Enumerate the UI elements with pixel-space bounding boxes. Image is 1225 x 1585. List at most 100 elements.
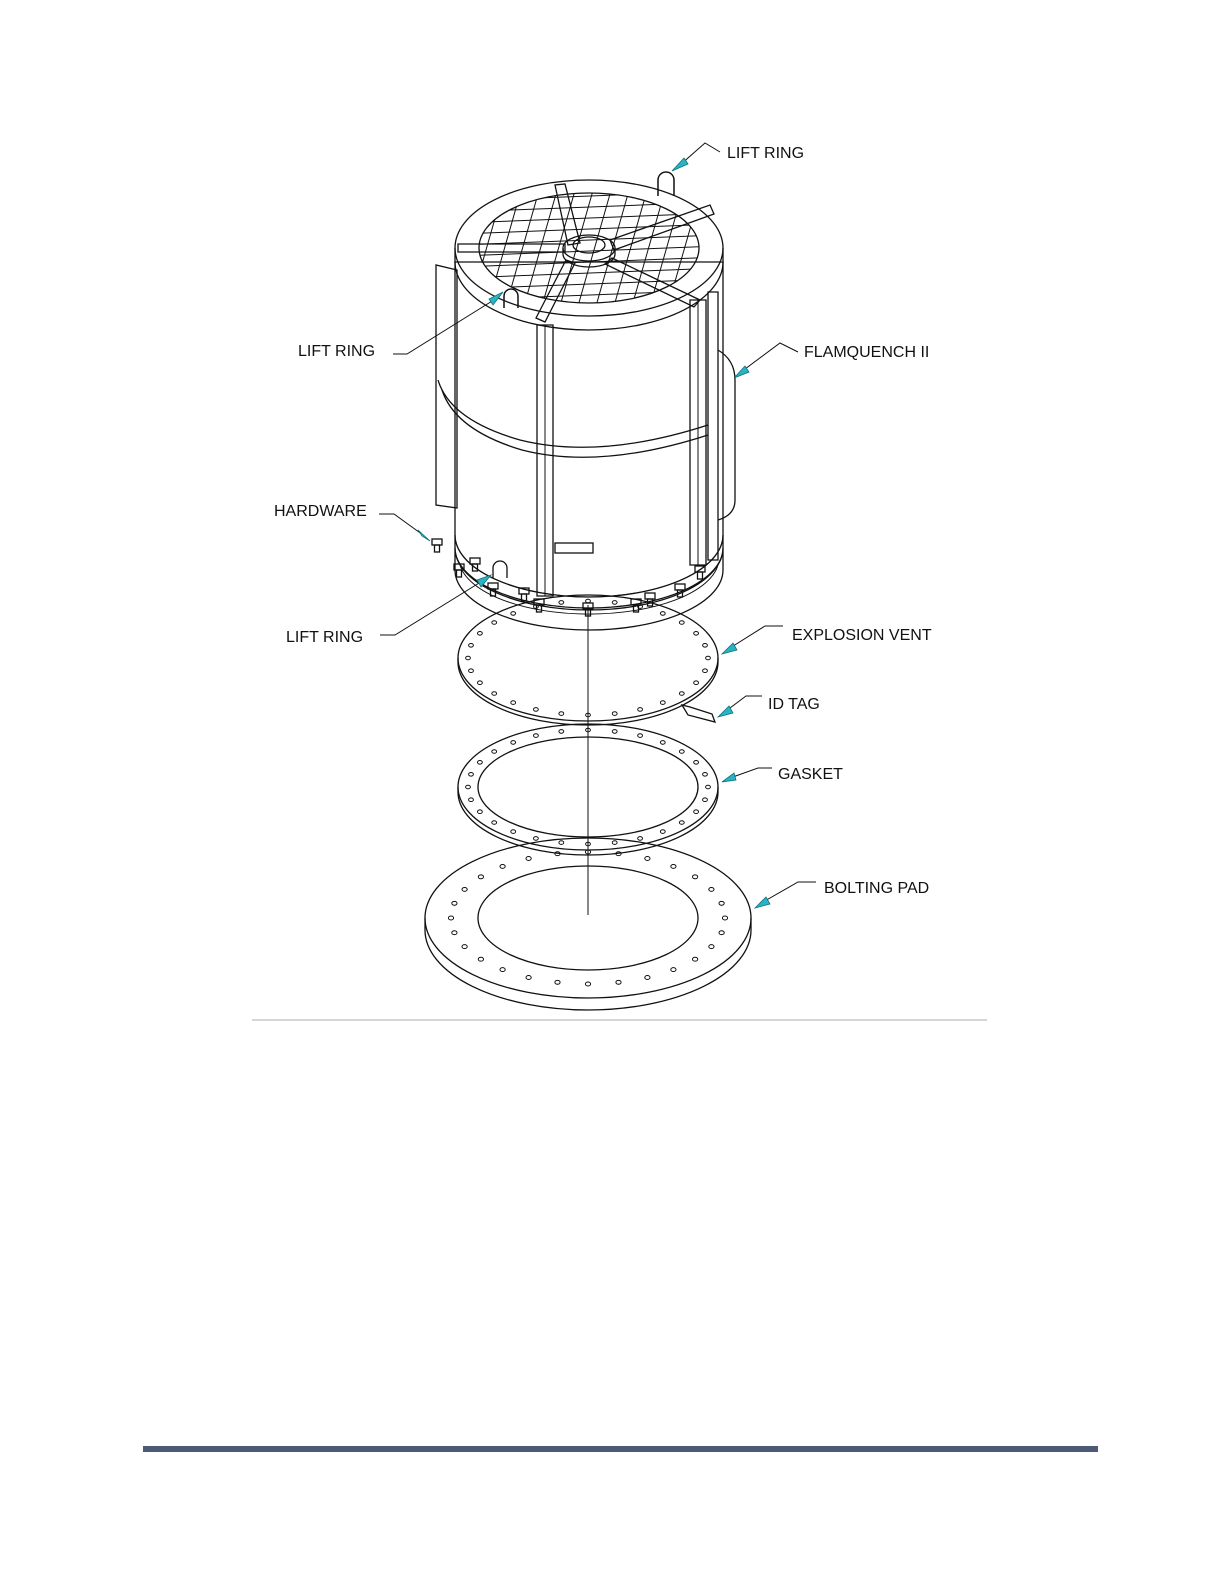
bolt-hole [694, 632, 699, 636]
bolt-hole [706, 785, 711, 789]
bolt-hole [638, 837, 643, 841]
bolt-hole [462, 887, 467, 891]
bolt-hole [500, 968, 505, 972]
bolt-hole [466, 785, 471, 789]
grid-line [460, 202, 720, 212]
bolt-hole [492, 750, 497, 754]
bolt-hole [679, 621, 684, 625]
bolt-hole [638, 734, 643, 738]
bolt-hole [500, 864, 505, 868]
bolt-hole [478, 761, 483, 765]
bolt-hole [469, 798, 474, 802]
bolt [432, 539, 442, 552]
bolt-hole [719, 901, 724, 905]
label-gasket: GASKET [778, 766, 843, 783]
bolt-hole [492, 692, 497, 696]
bolt-hole [492, 621, 497, 625]
bolt-hole [452, 931, 457, 935]
bolt-hole [703, 798, 708, 802]
bolt-hole [706, 656, 711, 660]
bolt-hole [585, 982, 590, 986]
bolt-hole [703, 669, 708, 673]
bolt-hole [694, 810, 699, 814]
label-id-tag: ID TAG [768, 696, 820, 713]
bolt-hole [671, 864, 676, 868]
grid-line [520, 180, 560, 320]
bolt-hole [693, 957, 698, 961]
bolt-hole [703, 644, 708, 648]
bolt-hole [448, 916, 453, 920]
bolt-hole [660, 612, 665, 616]
bolt-hole [679, 692, 684, 696]
bolt-hole [469, 773, 474, 777]
bolt-hole [612, 712, 617, 716]
bolt-hole [722, 916, 727, 920]
bolt-hole [679, 750, 684, 754]
id-tag-shape [682, 705, 715, 722]
flamquench-body [430, 172, 740, 630]
grid-line [700, 180, 740, 320]
bolt-hole [612, 841, 617, 845]
bolt-hole [478, 632, 483, 636]
bolt-hole [612, 730, 617, 734]
bolt-hole [534, 734, 539, 738]
bolt-hole [478, 957, 483, 961]
label-bolting-pad: BOLTING PAD [824, 880, 929, 897]
bolt-hole [586, 599, 591, 603]
bolt-hole [559, 730, 564, 734]
bolt-hole [694, 681, 699, 685]
grid-line [646, 180, 686, 320]
grid-line [448, 180, 488, 320]
bolt-hole [559, 712, 564, 716]
bolt-hole [660, 830, 665, 834]
bolt-hole [511, 830, 516, 834]
bolt-hole [534, 837, 539, 841]
grid-line [460, 180, 720, 190]
bolt-hole [452, 901, 457, 905]
bolt-hole [719, 931, 724, 935]
bolt-hole [462, 945, 467, 949]
label-lift-ring-bottom: LIFT RING [286, 629, 363, 646]
bolt-hole [469, 644, 474, 648]
bolt-hole [612, 601, 617, 605]
bolt-hole [469, 669, 474, 673]
grid-line [460, 246, 720, 256]
bolt-hole [693, 875, 698, 879]
bolt-hole [638, 708, 643, 712]
bolt-hole [660, 701, 665, 705]
callouts: LIFT RING LIFT RING FLAMQUENCH II HARDWA… [274, 143, 932, 908]
grid-line [502, 180, 542, 320]
bolt-hole [492, 821, 497, 825]
bolt-hole [645, 857, 650, 861]
bolt-hole [559, 601, 564, 605]
bolt-hole [559, 841, 564, 845]
bolt-hole [526, 857, 531, 861]
bolt-hole [709, 945, 714, 949]
bolt-hole [671, 968, 676, 972]
bolt-hole [478, 875, 483, 879]
label-explosion-vent: EXPLOSION VENT [792, 627, 932, 644]
grid-line [460, 268, 720, 278]
bolt-hole [511, 612, 516, 616]
bolt-hole [703, 773, 708, 777]
label-hardware: HARDWARE [274, 503, 367, 520]
bolt-hole [478, 810, 483, 814]
grid-line [460, 279, 720, 289]
bolt-hole [478, 681, 483, 685]
bolt-hole [709, 887, 714, 891]
bolt-hole [534, 708, 539, 712]
bolt-hole [660, 741, 665, 745]
bolt [470, 558, 480, 571]
bolt-hole [511, 701, 516, 705]
bolt-hole [645, 976, 650, 980]
bolt-hole [555, 980, 560, 984]
label-lift-ring-left: LIFT RING [298, 343, 375, 360]
label-flamquench: FLAMQUENCH II [804, 344, 929, 361]
bolt-hole [694, 761, 699, 765]
label-lift-ring-top: LIFT RING [727, 145, 804, 162]
bolt-hole [466, 656, 471, 660]
bolt-hole [511, 741, 516, 745]
footer-rule [143, 1446, 1098, 1452]
bolt-hole [616, 980, 621, 984]
